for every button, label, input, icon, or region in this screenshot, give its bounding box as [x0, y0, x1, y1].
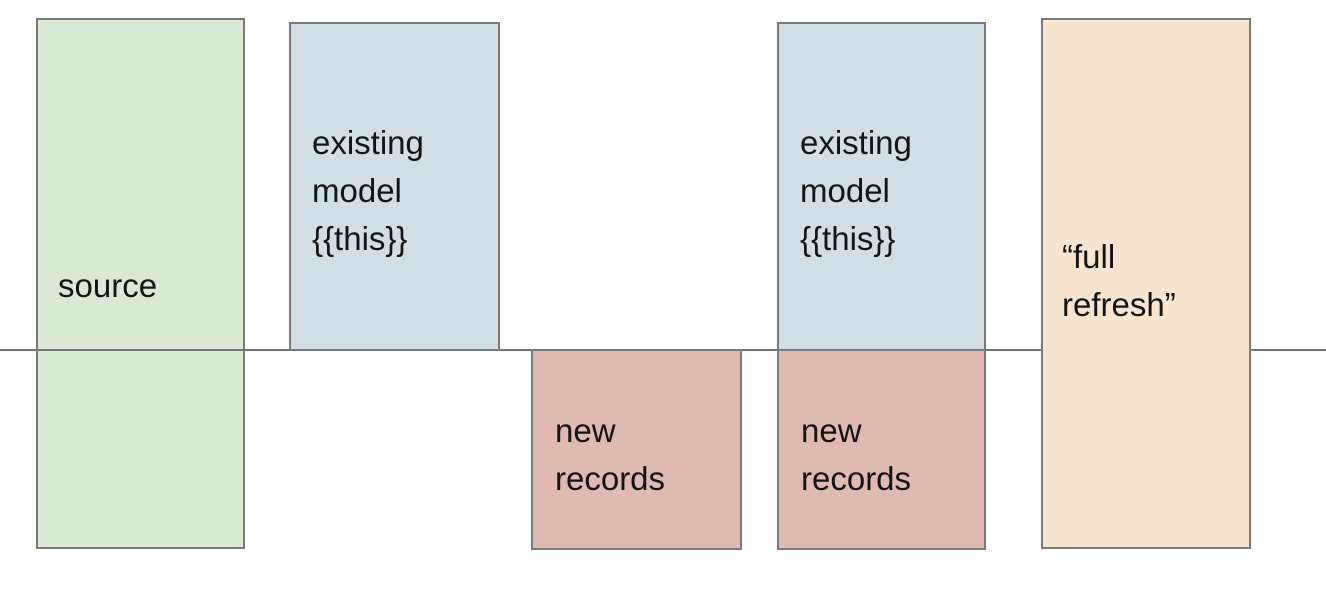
label-line: “full [1062, 238, 1116, 275]
box-source-label: source [58, 262, 157, 310]
label-line: model [312, 172, 402, 209]
box-new-records-2-label: new records [801, 407, 911, 503]
label-line: new [555, 412, 616, 449]
box-existing-model-2-label: existing model {{this}} [800, 119, 912, 263]
label-line: existing [312, 124, 424, 161]
box-full-refresh-label: “full refresh” [1062, 233, 1176, 329]
box-full-refresh: “full refresh” [1041, 18, 1251, 549]
box-existing-model-2: existing model {{this}} [777, 22, 986, 351]
label-line: {{this}} [312, 220, 408, 257]
label-line: model [800, 172, 890, 209]
label-line: new [801, 412, 862, 449]
box-existing-model-1-label: existing model {{this}} [312, 119, 424, 263]
label-line: refresh” [1062, 286, 1176, 323]
label-line: {{this}} [800, 220, 896, 257]
box-new-records-1-label: new records [555, 407, 665, 503]
label-line: source [58, 267, 158, 304]
label-line: records [801, 460, 912, 497]
label-line: records [555, 460, 666, 497]
box-existing-model-1: existing model {{this}} [289, 22, 500, 351]
box-new-records-1: new records [531, 349, 742, 550]
box-new-records-2: new records [777, 349, 986, 550]
label-line: existing [800, 124, 912, 161]
box-source: source [36, 18, 245, 549]
